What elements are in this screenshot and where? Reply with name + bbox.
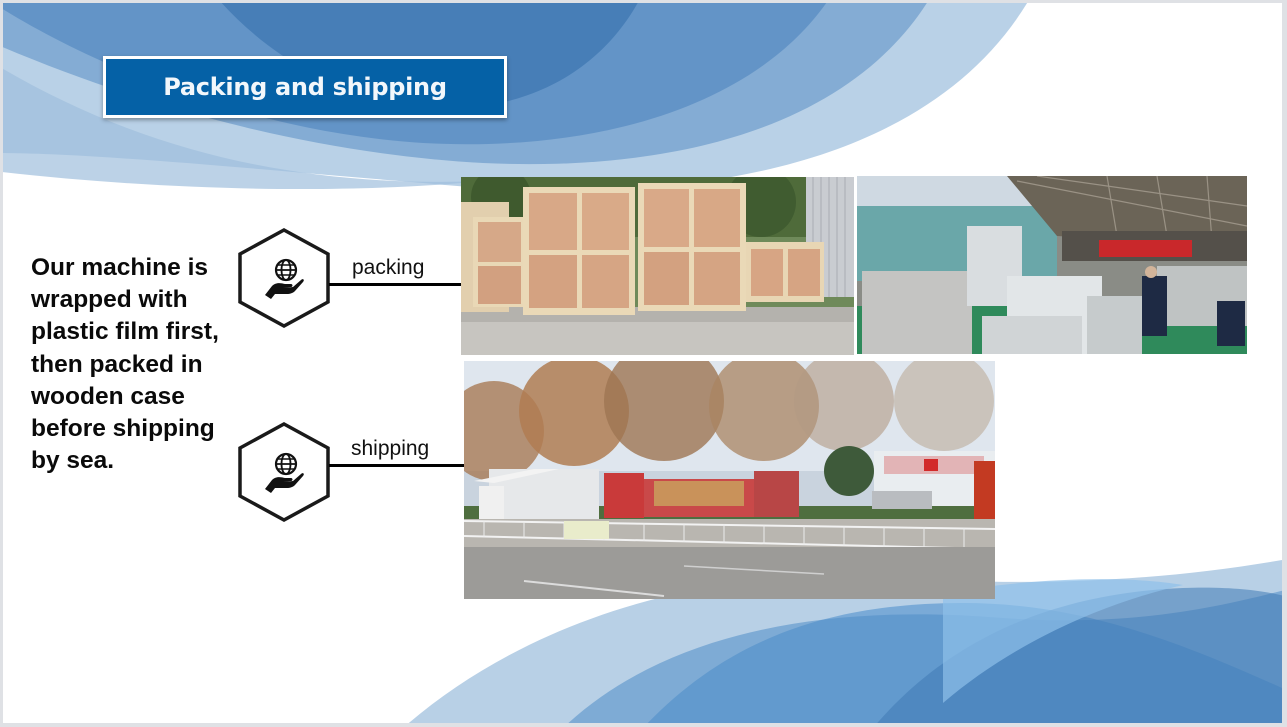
shipping-label: shipping — [351, 437, 430, 460]
slide-title: Packing and shipping — [163, 73, 447, 101]
slide: Packing and shipping Our machine is wrap… — [3, 3, 1282, 723]
description-line: then packed in — [31, 350, 203, 378]
description-line: wrapped with — [31, 286, 188, 314]
description-text: Our machine is wrapped with plastic film… — [31, 252, 246, 477]
description-line: wooden case — [31, 382, 185, 410]
packing-connector-line — [329, 283, 464, 286]
description-line: by sea. — [31, 447, 115, 475]
description-line: plastic film first, — [31, 318, 219, 346]
shipping-hexagon — [236, 421, 332, 523]
description-line: before shipping — [31, 415, 215, 443]
packing-hexagon — [236, 227, 332, 329]
globe-in-hand-icon — [238, 228, 330, 328]
wooden-crates-photo — [461, 177, 854, 355]
packing-label: packing — [352, 256, 425, 279]
title-banner: Packing and shipping — [103, 56, 507, 118]
factory-floor-photo — [857, 176, 1247, 354]
shipping-connector-line — [329, 464, 464, 467]
trucks-loading-photo — [464, 361, 995, 599]
globe-in-hand-icon — [238, 422, 330, 522]
wave-decoration — [3, 3, 1282, 723]
description-line: Our machine is — [31, 254, 209, 281]
